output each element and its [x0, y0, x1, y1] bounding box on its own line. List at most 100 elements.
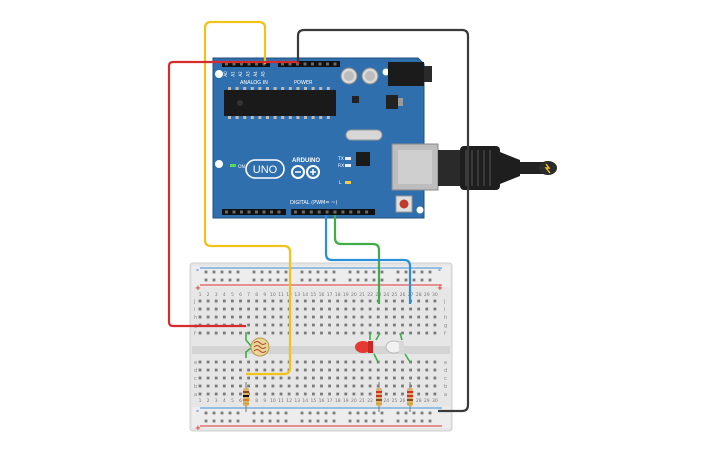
rail-hole[interactable] [276, 411, 280, 415]
breadboard-hole[interactable] [279, 315, 283, 319]
breadboard-hole[interactable] [417, 315, 421, 319]
breadboard-hole[interactable] [303, 392, 307, 396]
breadboard-hole[interactable] [239, 368, 242, 372]
rail-hole[interactable] [284, 270, 288, 274]
breadboard-hole[interactable] [231, 368, 234, 372]
rail-hole[interactable] [372, 278, 376, 282]
rail-hole[interactable] [228, 278, 232, 282]
resistor-1[interactable] [243, 382, 249, 412]
breadboard-hole[interactable] [393, 307, 396, 311]
breadboard-hole[interactable] [279, 331, 283, 335]
breadboard-hole[interactable] [336, 323, 340, 327]
breadboard-hole[interactable] [198, 392, 202, 396]
breadboard-hole[interactable] [401, 368, 404, 372]
breadboard-hole[interactable] [376, 331, 380, 335]
breadboard-hole[interactable] [417, 376, 421, 380]
breadboard-holes[interactable] [198, 270, 437, 423]
breadboard-hole[interactable] [255, 384, 259, 388]
rail-hole[interactable] [212, 278, 216, 282]
breadboard-hole[interactable] [206, 331, 210, 335]
breadboard-hole[interactable] [376, 368, 380, 372]
breadboard-hole[interactable] [336, 376, 340, 380]
breadboard-hole[interactable] [247, 384, 250, 388]
breadboard-hole[interactable] [368, 368, 372, 372]
breadboard-hole[interactable] [239, 299, 242, 303]
breadboard-hole[interactable] [336, 299, 340, 303]
usb-cable[interactable] [438, 146, 557, 190]
breadboard-hole[interactable] [336, 315, 340, 319]
rail-hole[interactable] [228, 411, 232, 415]
rail-hole[interactable] [284, 411, 288, 415]
breadboard-hole[interactable] [247, 376, 250, 380]
breadboard-hole[interactable] [198, 376, 202, 380]
rail-hole[interactable] [324, 270, 328, 274]
breadboard-hole[interactable] [409, 331, 412, 335]
breadboard-hole[interactable] [344, 307, 348, 311]
breadboard-hole[interactable] [206, 384, 210, 388]
rail-hole[interactable] [308, 278, 312, 282]
rail-hole[interactable] [380, 270, 384, 274]
breadboard-hole[interactable] [401, 323, 404, 327]
breadboard-hole[interactable] [263, 360, 267, 364]
breadboard-hole[interactable] [417, 384, 421, 388]
breadboard-hole[interactable] [320, 392, 323, 396]
breadboard-hole[interactable] [433, 299, 437, 303]
breadboard-hole[interactable] [352, 307, 356, 311]
breadboard-hole[interactable] [295, 368, 299, 372]
breadboard-hole[interactable] [271, 299, 275, 303]
rail-hole[interactable] [260, 278, 264, 282]
breadboard-hole[interactable] [263, 299, 267, 303]
breadboard-hole[interactable] [352, 384, 356, 388]
rail-hole[interactable] [420, 411, 424, 415]
rail-hole[interactable] [372, 270, 376, 274]
breadboard-hole[interactable] [417, 331, 421, 335]
rail-hole[interactable] [252, 270, 256, 274]
breadboard-hole[interactable] [352, 360, 356, 364]
breadboard-hole[interactable] [247, 323, 250, 327]
rail-hole[interactable] [212, 411, 216, 415]
breadboard-hole[interactable] [376, 315, 380, 319]
breadboard-hole[interactable] [360, 360, 364, 364]
breadboard-hole[interactable] [393, 392, 396, 396]
breadboard-hole[interactable] [328, 323, 331, 327]
breadboard-hole[interactable] [344, 376, 348, 380]
breadboard-hole[interactable] [271, 384, 275, 388]
rail-hole[interactable] [364, 411, 368, 415]
wire-yellow-a0[interactable] [203, 20, 292, 376]
red-led[interactable] [355, 332, 381, 363]
breadboard-hole[interactable] [303, 331, 307, 335]
breadboard-hole[interactable] [214, 360, 218, 364]
breadboard-hole[interactable] [393, 376, 396, 380]
rail-hole[interactable] [268, 411, 272, 415]
breadboard-hole[interactable] [312, 307, 315, 311]
breadboard-hole[interactable] [376, 376, 380, 380]
breadboard-hole[interactable] [376, 323, 380, 327]
rail-hole[interactable] [212, 270, 216, 274]
rail-hole[interactable] [300, 411, 304, 415]
breadboard-hole[interactable] [336, 307, 340, 311]
breadboard-hole[interactable] [255, 323, 259, 327]
rail-hole[interactable] [276, 278, 280, 282]
breadboard-hole[interactable] [279, 323, 283, 327]
rail-hole[interactable] [348, 270, 352, 274]
breadboard-hole[interactable] [303, 323, 307, 327]
rail-hole[interactable] [356, 278, 360, 282]
rail-hole[interactable] [420, 278, 424, 282]
breadboard-hole[interactable] [287, 376, 291, 380]
breadboard-hole[interactable] [312, 360, 315, 364]
breadboard-hole[interactable] [368, 384, 372, 388]
rail-hole[interactable] [316, 270, 320, 274]
white-led[interactable] [385, 332, 411, 363]
breadboard-hole[interactable] [360, 392, 364, 396]
breadboard-hole[interactable] [295, 360, 299, 364]
breadboard-hole[interactable] [214, 315, 218, 319]
breadboard-hole[interactable] [271, 376, 275, 380]
breadboard-hole[interactable] [328, 376, 331, 380]
breadboard-hole[interactable] [303, 299, 307, 303]
breadboard-hole[interactable] [384, 307, 388, 311]
power-header[interactable] [278, 61, 340, 67]
breadboard-hole[interactable] [198, 307, 202, 311]
breadboard-hole[interactable] [255, 360, 259, 364]
breadboard-hole[interactable] [222, 368, 226, 372]
